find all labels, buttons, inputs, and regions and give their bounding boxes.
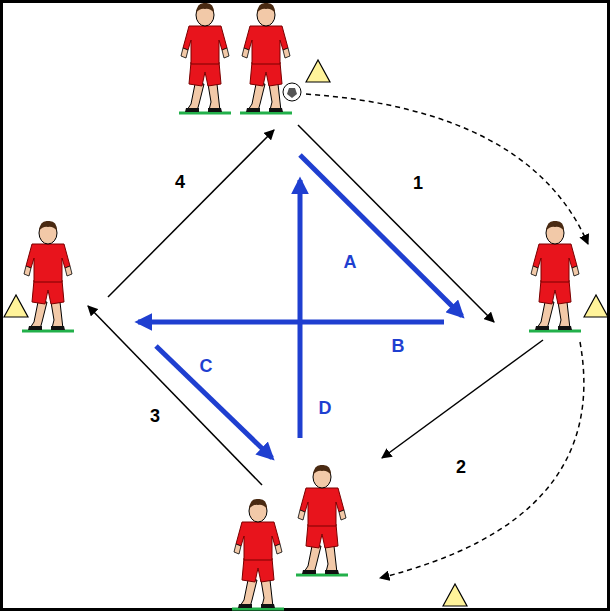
player <box>529 221 581 331</box>
run-arrow <box>380 342 584 578</box>
pass-arrow <box>108 130 274 297</box>
player <box>296 465 348 575</box>
player <box>179 3 231 113</box>
pass-number: 1 <box>411 173 425 193</box>
movement-letter: A <box>342 252 359 272</box>
run-arrow <box>306 94 588 244</box>
pass-arrow <box>382 340 543 458</box>
ball <box>283 83 301 101</box>
movement-letter: B <box>390 336 407 356</box>
run-arrows <box>306 94 588 578</box>
cone <box>584 295 608 317</box>
movement-letter: D <box>317 398 334 418</box>
pass-number: 4 <box>173 172 187 192</box>
cone <box>4 295 28 317</box>
player <box>232 499 284 609</box>
cone <box>443 584 467 606</box>
cone <box>306 60 330 82</box>
movement-arrows <box>138 155 462 458</box>
player <box>22 221 74 331</box>
pass-arrow <box>88 306 262 485</box>
movement-arrow <box>300 155 462 316</box>
movement-arrow <box>138 320 444 325</box>
pass-number: 3 <box>148 406 162 426</box>
pass-arrows <box>88 125 543 485</box>
movement-arrow <box>156 346 272 458</box>
pass-number: 2 <box>454 457 468 477</box>
movement-arrow <box>298 180 303 438</box>
pass-arrow <box>298 125 494 322</box>
movement-letter: C <box>198 356 215 376</box>
